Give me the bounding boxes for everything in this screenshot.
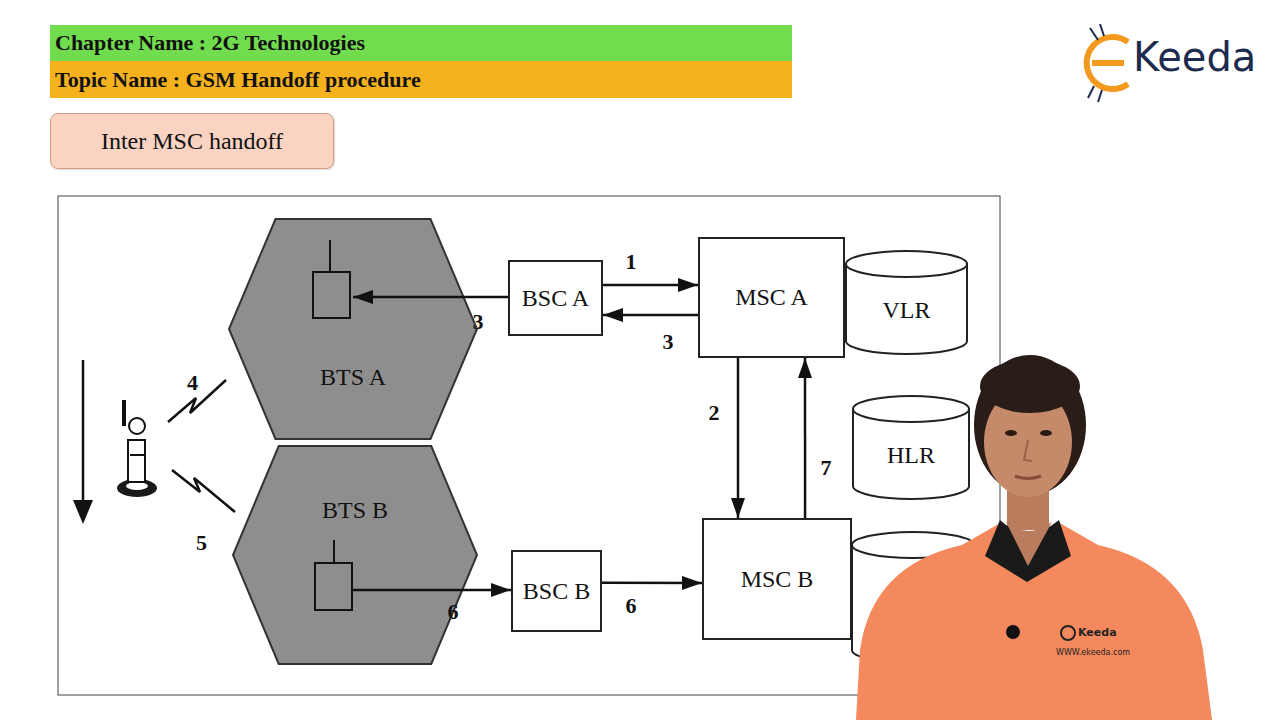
mobile-antenna: [122, 400, 126, 426]
lapel-microphone: [1006, 625, 1020, 639]
presenter-eye: [1005, 430, 1017, 436]
cylinder-top: [853, 396, 969, 422]
subtopic-tag: Inter MSC handoff: [50, 113, 334, 169]
antenna-mast: [329, 240, 331, 272]
node-label: BSC A: [522, 285, 589, 312]
node-label: Inter MSC handoff: [101, 128, 283, 155]
shirt-logo-text: Keeda: [1078, 626, 1117, 639]
signal-arrow: [353, 296, 508, 299]
presenter-eye: [1040, 430, 1052, 436]
step-number: 3: [473, 309, 484, 335]
step-number: 2: [709, 400, 720, 426]
bts-cell: BTS B: [232, 445, 478, 665]
signal-arrow: [737, 358, 740, 518]
movement-arrowhead: [73, 500, 93, 524]
topic-band: Topic Name : GSM Handoff procedure: [50, 61, 792, 98]
logo-legs: [1088, 24, 1104, 102]
vlr-database: VLR: [845, 250, 968, 355]
presenter-hair-top: [980, 359, 1080, 413]
node-label: BTS B: [232, 497, 478, 524]
signal-arrow: [602, 582, 702, 585]
logo-text: Keeda: [1133, 34, 1256, 80]
mobile-detail: [130, 454, 144, 456]
shirt-url-text: WWW.ekeeda.com: [1056, 648, 1130, 657]
signal-arrow: [603, 314, 698, 317]
step-number: 7: [821, 455, 832, 481]
signal-arrow: [603, 284, 698, 287]
presenter-nose: [1024, 440, 1032, 461]
mobile-body: [128, 440, 145, 482]
cell-hexagon: [233, 446, 477, 664]
cylinder-top: [846, 251, 967, 277]
mobile-user: [117, 400, 157, 497]
logo-e-arc: [1087, 37, 1128, 89]
base-station-symbol: [315, 563, 352, 610]
presenter-collar: [985, 520, 1071, 582]
radio-link: [172, 470, 235, 512]
base-station-symbol: [313, 272, 350, 318]
bsc-box: BSC B: [511, 550, 602, 632]
presenter-neckline: [1006, 522, 1052, 566]
hexagon-outline: [228, 218, 478, 440]
cell-hexagon: [229, 219, 477, 439]
mobile-head: [129, 418, 145, 434]
msc-box: MSC B: [702, 518, 852, 640]
node-label: HLR: [887, 442, 935, 469]
logo-mark: [1087, 24, 1128, 102]
logo-e-bar: [1092, 60, 1124, 66]
node-label: Chapter Name : 2G Technologies: [55, 30, 365, 56]
callout-number: 4: [187, 370, 198, 396]
node-label: MSC A: [735, 284, 808, 311]
hlr-database: HLR: [852, 395, 970, 500]
hexagon-outline: [232, 445, 478, 665]
signal-arrow: [804, 358, 807, 518]
chapter-band: Chapter Name : 2G Technologies: [50, 25, 792, 61]
step-number: 1: [626, 249, 637, 275]
presenter-shirt: [856, 522, 1212, 720]
step-number: 6: [626, 593, 637, 619]
step-number: 3: [663, 329, 674, 355]
mobile-base-inner: [126, 482, 148, 490]
antenna-mast: [333, 540, 335, 563]
presenter-mouth: [1015, 476, 1041, 479]
bts-cell: BTS A: [228, 218, 478, 440]
shirt-logo: [1061, 626, 1075, 640]
node-label: BTS A: [228, 364, 478, 391]
diagram-frame: [58, 196, 1000, 695]
node-label: Topic Name : GSM Handoff procedure: [55, 67, 421, 93]
msc-box: MSC A: [698, 237, 845, 358]
callout-number: 5: [196, 530, 207, 556]
step-number: 6: [448, 599, 459, 625]
bsc-box: BSC A: [508, 260, 603, 336]
movement-arrow: [82, 360, 85, 504]
node-label: MSC B: [741, 566, 814, 593]
node-label: VLR: [883, 297, 931, 324]
node-label: BSC B: [523, 578, 590, 605]
signal-arrow: [352, 589, 511, 592]
